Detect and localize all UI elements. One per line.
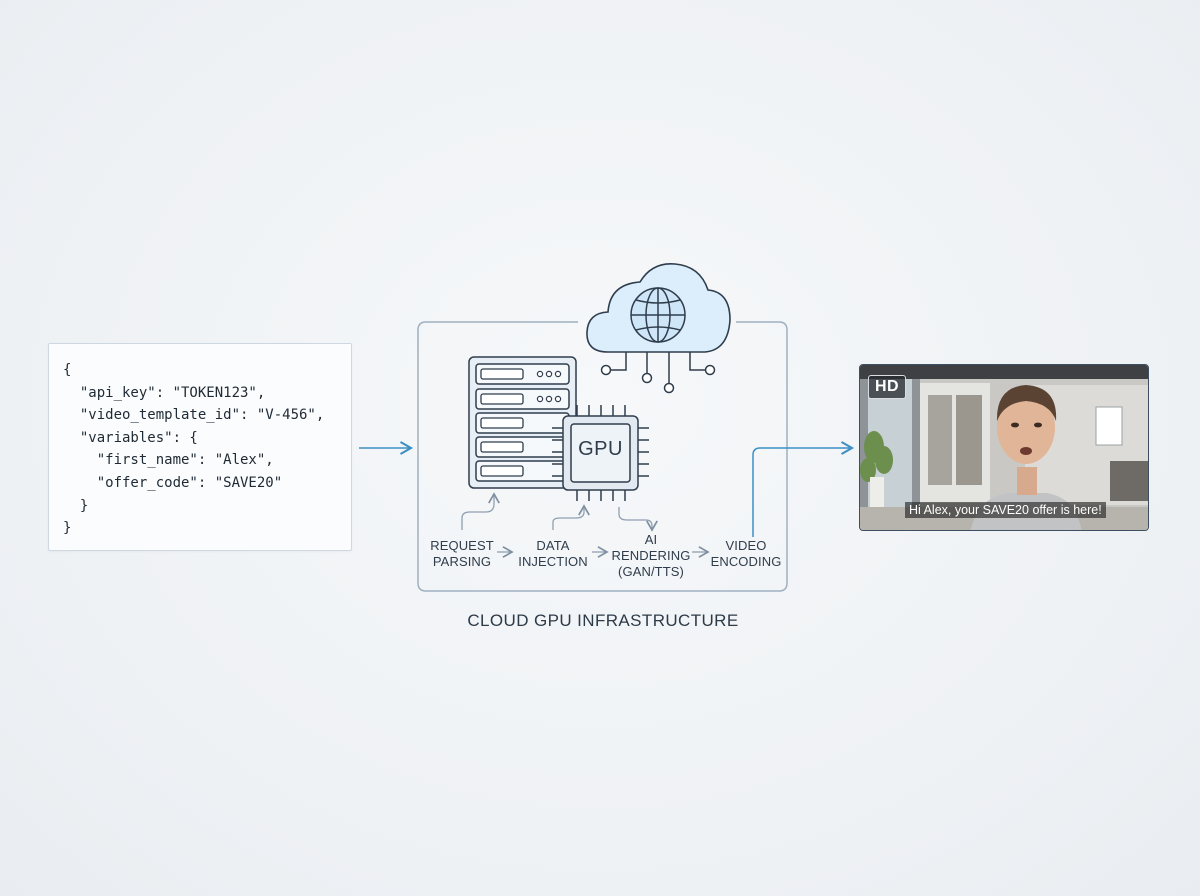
video-scene <box>860 365 1148 530</box>
api-request-card: { "api_key": "TOKEN123", "video_template… <box>48 343 352 551</box>
hd-badge: HD <box>868 375 907 399</box>
code-line: "offer_code": "SAVE20" <box>63 474 283 491</box>
stage-request-parsing: REQUEST PARSING <box>430 538 494 569</box>
stage-ai-rendering: AI RENDERING (GAN/TTS) <box>611 532 691 579</box>
output-arrow <box>752 441 855 537</box>
code-line: { <box>63 362 72 378</box>
stage-video-encoding: VIDEO ENCODING <box>710 538 782 569</box>
gpu-chip-icon <box>552 405 649 501</box>
video-caption: Hi Alex, your SAVE20 offer is here! <box>905 502 1106 518</box>
server-rack-icon <box>468 356 577 489</box>
code-line: "video_template_id": "V-456", <box>63 407 325 424</box>
video-preview: HD Hi Alex, your SAVE20 offer is here! <box>859 364 1149 531</box>
code-line: } <box>63 520 72 537</box>
infrastructure-frame <box>417 321 788 592</box>
code-line: "api_key": "TOKEN123", <box>63 384 266 401</box>
globe-icon <box>630 287 686 343</box>
infrastructure-title: CLOUD GPU INFRASTRUCTURE <box>467 611 739 630</box>
code-line: "variables": { <box>63 429 198 446</box>
stage-data-injection: DATA INJECTION <box>518 538 588 569</box>
gpu-label: GPU <box>578 438 623 460</box>
code-line: "first_name": "Alex", <box>63 452 274 469</box>
code-line: } <box>63 497 89 514</box>
